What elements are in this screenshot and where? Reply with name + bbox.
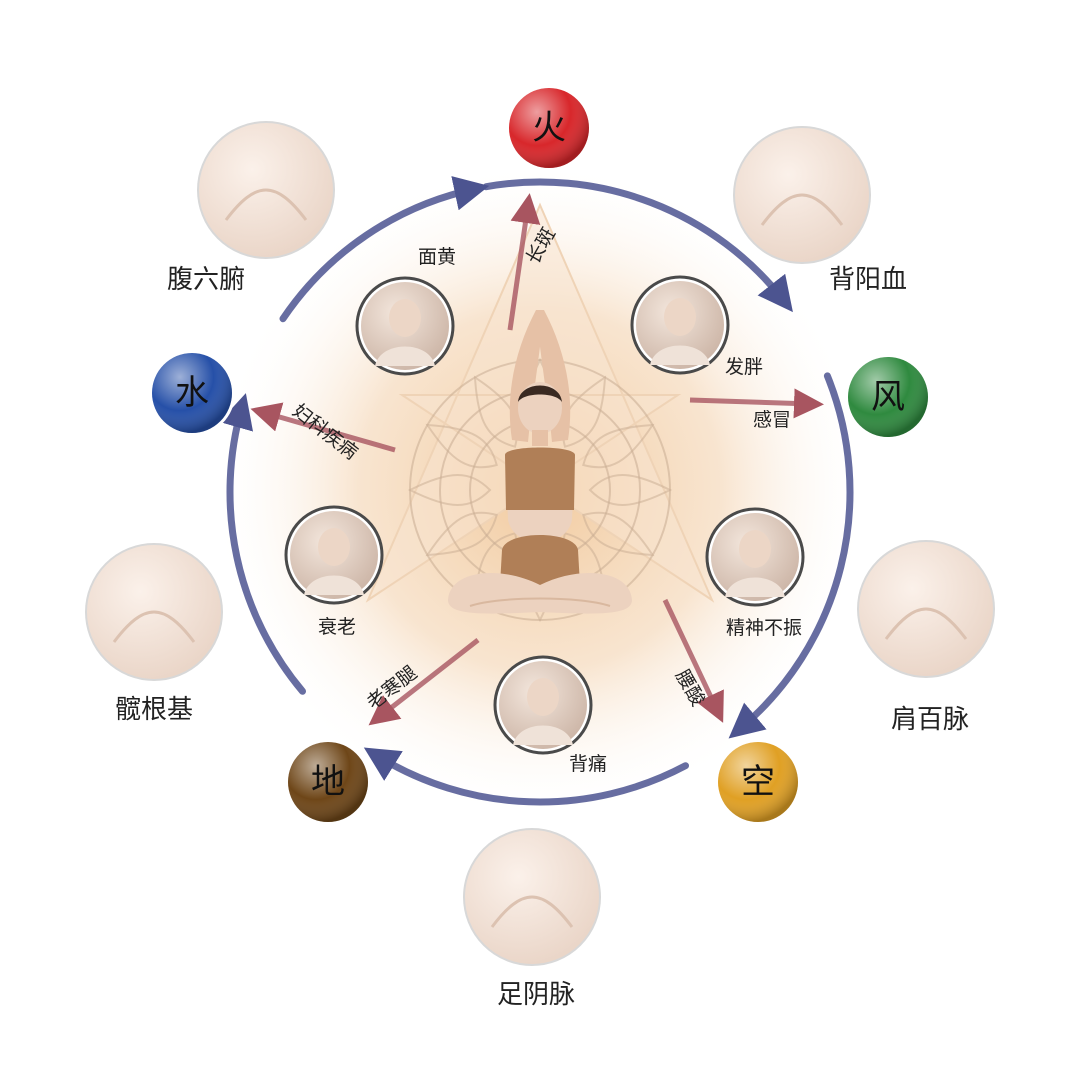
cycle-arrow — [728, 372, 854, 739]
inner-arrow — [368, 638, 480, 726]
symptom-face — [318, 528, 350, 566]
element-fire: 火 — [506, 85, 592, 171]
symptom-item: 精神不振 — [705, 507, 805, 639]
element-label: 空 — [741, 762, 775, 802]
symptom-shoulders — [375, 346, 435, 366]
symptom-label: 衰老 — [318, 616, 356, 638]
element-layer: 火风空 地 水 — [149, 85, 931, 825]
body-contour — [884, 607, 968, 640]
element-space: 空 — [715, 739, 801, 825]
symptom-label: 面黄 — [418, 246, 456, 268]
symptom-item: 面黄 — [355, 246, 456, 376]
inner-arrow — [250, 402, 396, 453]
symptom-face — [739, 530, 771, 568]
symptom-label: 精神不振 — [726, 617, 802, 639]
symptom-shoulders — [725, 577, 785, 597]
inner-arrows — [250, 193, 824, 726]
symptom-item: 背痛 — [493, 655, 607, 775]
meditating-woman-icon — [448, 310, 632, 614]
cycle-arrows — [219, 176, 854, 806]
body-contour — [112, 610, 196, 643]
cycle-arrow — [219, 393, 306, 695]
body-part-label: 肩百脉 — [891, 705, 969, 735]
element-label: 地 — [311, 762, 345, 802]
body-contour — [224, 188, 308, 221]
body-part-label: 足阴脉 — [497, 980, 575, 1010]
symptom-face — [389, 299, 421, 337]
body-part-item: 足阴脉 — [463, 828, 601, 1010]
inner-arrow — [689, 388, 824, 419]
element-label: 水 — [175, 373, 209, 413]
symptom-label: 背痛 — [569, 753, 607, 775]
symptom-shoulders — [650, 345, 710, 365]
element-ball-shine — [509, 88, 589, 168]
symptom-face — [527, 678, 559, 716]
cycle-arrow — [363, 747, 689, 806]
element-ball-shine — [152, 353, 232, 433]
body-part-item: 肩百脉 — [857, 540, 995, 735]
element-ball-shine — [718, 742, 798, 822]
element-earth: 地 — [285, 739, 371, 825]
element-label: 火 — [532, 108, 566, 148]
symptom-item: 发胖 — [630, 275, 763, 378]
body-part-label: 背阳血 — [829, 265, 907, 295]
symptom-label: 发胖 — [725, 356, 763, 378]
symptom-shoulders — [513, 725, 573, 745]
inner-arrow — [507, 193, 541, 331]
body-part-item: 腹六腑 — [167, 121, 335, 295]
element-water: 水 — [149, 350, 235, 436]
symptom-face — [664, 298, 696, 336]
cycle-arrow — [482, 178, 793, 313]
body-part-label: 腹六腑 — [167, 265, 245, 295]
element-ball-shine — [848, 357, 928, 437]
body-contour — [490, 895, 574, 928]
body-part-item: 髋根基 — [85, 543, 223, 725]
inner-arrow — [662, 598, 724, 723]
cycle-arrow — [279, 176, 490, 323]
element-ball-shine — [288, 742, 368, 822]
arrow-label: 感冒 — [753, 409, 791, 431]
body-part-label: 髋根基 — [115, 695, 193, 725]
element-label: 风 — [871, 377, 905, 417]
symptom-shoulders — [304, 575, 364, 595]
body-contour — [760, 193, 844, 226]
body-part-item: 背阳血 — [733, 126, 907, 295]
symptom-item: 衰老 — [284, 505, 384, 638]
element-wind: 风 — [845, 354, 931, 440]
